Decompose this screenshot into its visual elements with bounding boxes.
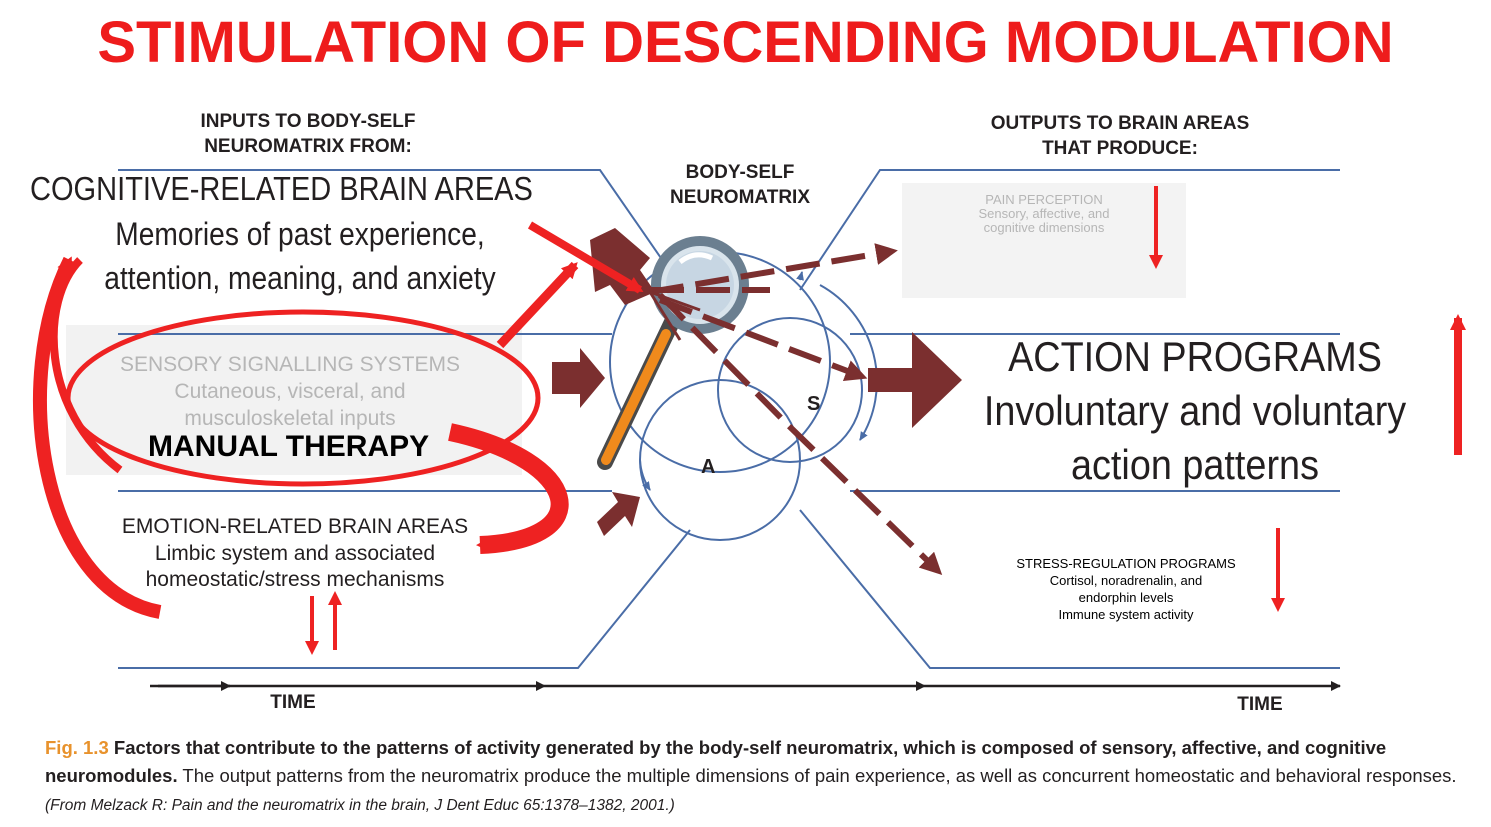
- action-programs: ACTION PROGRAMS Involuntary and voluntar…: [950, 330, 1440, 492]
- caption-body-text: The output patterns from the neuromatrix…: [182, 765, 1457, 786]
- action-programs-line-2: action patterns: [1071, 441, 1319, 488]
- stress-regulation: STRESS-REGULATION PROGRAMS Cortisol, nor…: [1000, 555, 1252, 623]
- caption-fig-label: Fig. 1.3: [45, 737, 109, 758]
- cognitive-line-1: Memories of past experience,: [115, 216, 485, 252]
- flow-lines: [118, 169, 1340, 669]
- sensory-line-1: Cutaneous, visceral, and: [174, 380, 406, 403]
- stress-regulation-line-3: Immune system activity: [1058, 607, 1194, 622]
- time-label-left: TIME: [270, 692, 316, 713]
- pain-perception-box: [902, 183, 1186, 298]
- outputs-header-line-2: THAT PRODUCE:: [1042, 138, 1198, 159]
- neuromatrix-label-line-2: NEUROMATRIX: [669, 187, 811, 208]
- figure-caption: Fig. 1.3 Factors that contribute to the …: [45, 734, 1465, 820]
- cognitive-details: Memories of past experience, attention, …: [60, 212, 540, 300]
- emotion-line-1: Limbic system and associated: [154, 542, 436, 565]
- circle-label-a: A: [701, 456, 716, 478]
- caption-bold-text: Factors that contribute to the patterns …: [45, 737, 1387, 786]
- sensory-signalling-box: [66, 325, 522, 475]
- neuromatrix-label-line-1: BODY-SELF: [685, 162, 795, 183]
- pain-perception-line-2: cognitive dimensions: [983, 220, 1105, 235]
- sensory-line-2: musculoskeletal inputs: [184, 407, 396, 430]
- cognitive-line-2: attention, meaning, and anxiety: [104, 260, 496, 296]
- pain-perception-title: PAIN PERCEPTION: [985, 192, 1103, 207]
- inputs-header: INPUTS TO BODY-SELF NEUROMATRIX FROM:: [148, 109, 468, 159]
- inputs-header-line-1: INPUTS TO BODY-SELF: [200, 111, 416, 132]
- caption-citation: (From Melzack R: Pain and the neuromatri…: [45, 797, 675, 814]
- annotation-arrows: [33, 186, 1466, 655]
- circle-label-s: S: [807, 393, 821, 415]
- stress-regulation-title: STRESS-REGULATION PROGRAMS: [1016, 556, 1236, 571]
- emotion-line-2: homeostatic/stress mechanisms: [145, 568, 445, 591]
- emotion-title: EMOTION-RELATED BRAIN AREAS: [121, 515, 469, 538]
- outputs-header: OUTPUTS TO BRAIN AREAS THAT PRODUCE:: [940, 111, 1300, 161]
- time-label-right: TIME: [1237, 694, 1283, 715]
- outputs-header-line-1: OUTPUTS TO BRAIN AREAS: [990, 113, 1250, 134]
- stress-regulation-line-1: Cortisol, noradrenalin, and: [1049, 573, 1203, 588]
- cognitive-title: COGNITIVE-RELATED BRAIN AREAS: [30, 170, 533, 207]
- output-dashed-arrows: [649, 243, 943, 575]
- sensory-title: SENSORY SIGNALLING SYSTEMS: [120, 353, 460, 376]
- ray-lines: [648, 290, 701, 341]
- action-programs-line-1: Involuntary and voluntary: [983, 387, 1407, 434]
- neuromatrix-label: BODY-SELF NEUROMATRIX: [625, 160, 855, 210]
- pain-perception-line-1: Sensory, affective, and: [978, 206, 1110, 221]
- manual-therapy-label: MANUAL THERAPY: [148, 430, 430, 463]
- stress-regulation-line-2: endorphin levels: [1078, 590, 1174, 605]
- action-programs-title: ACTION PROGRAMS: [1008, 333, 1382, 380]
- slide-title: STIMULATION OF DESCENDING MODULATION: [97, 10, 1394, 75]
- inputs-header-line-2: NEUROMATRIX FROM:: [204, 136, 412, 157]
- neuromatrix-circles: [609, 251, 878, 541]
